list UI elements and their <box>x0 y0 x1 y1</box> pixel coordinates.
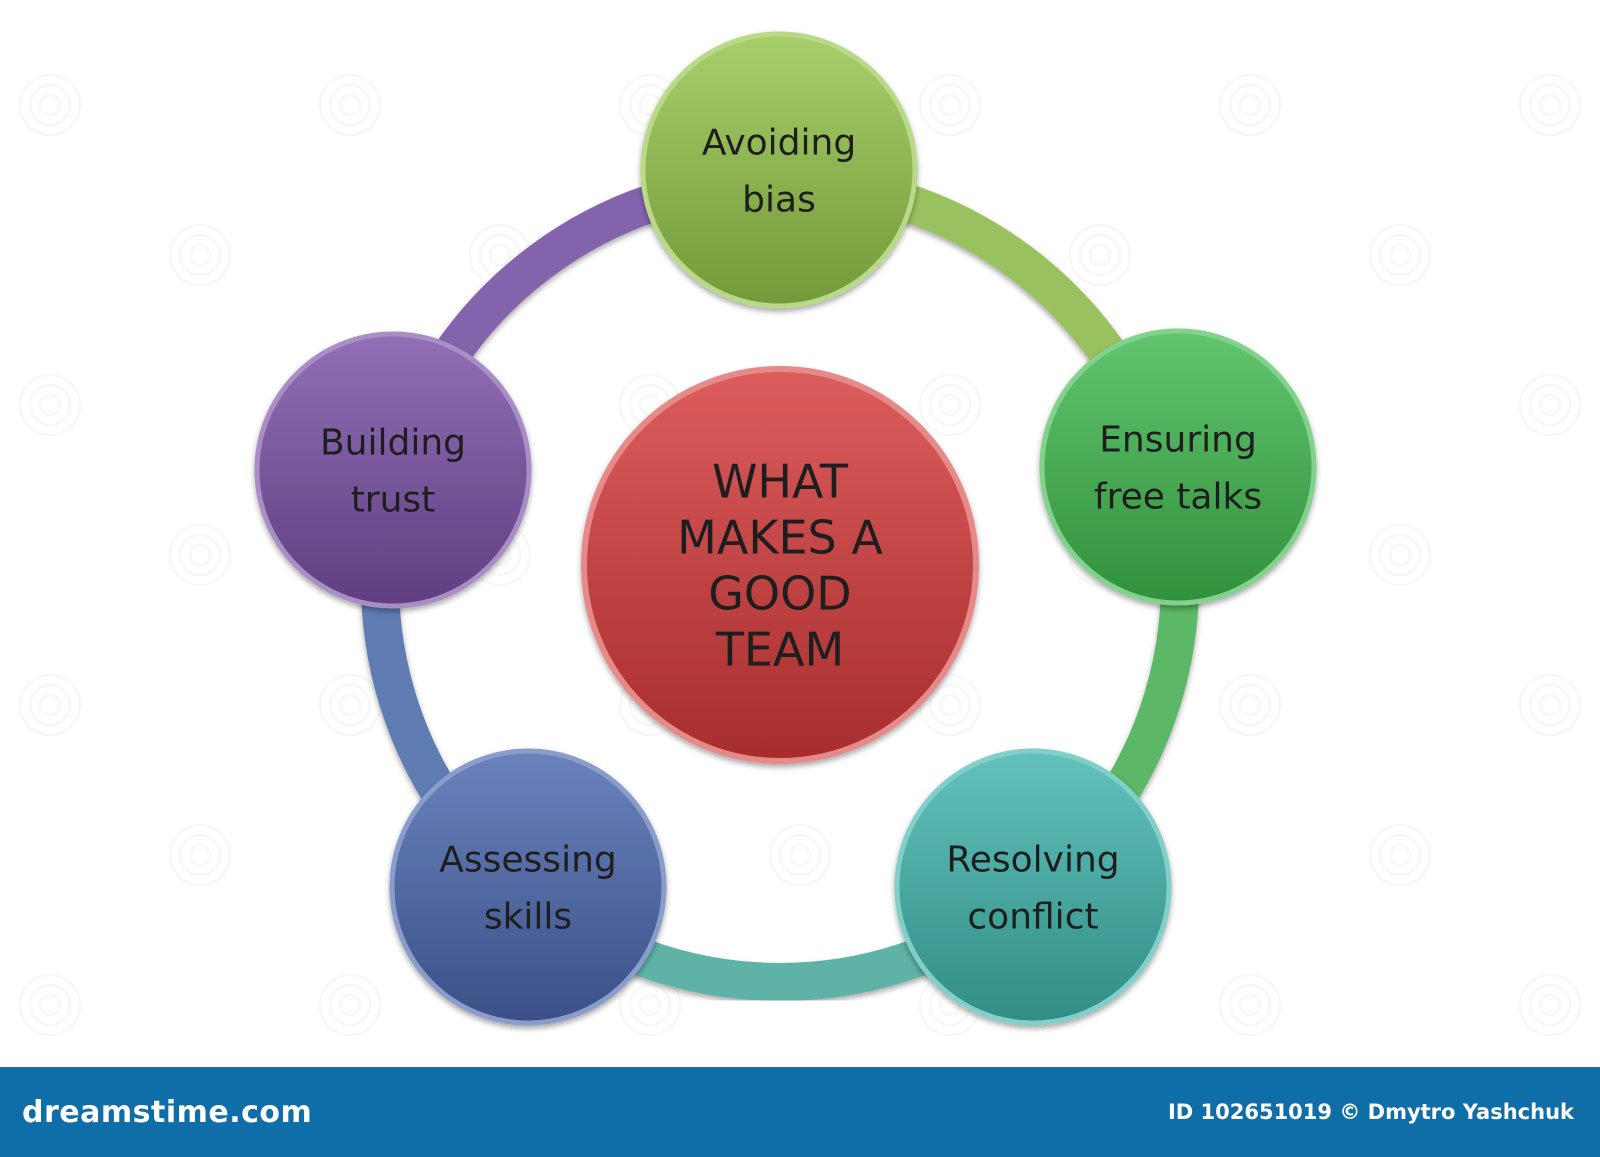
center-circle <box>581 366 979 764</box>
node-label-building-trust-line-2: trust <box>351 479 436 520</box>
node-label-avoiding-bias-line-2: bias <box>742 179 816 220</box>
image-credit: ID 102651019 © Dmytro Yashchuk <box>1167 1100 1574 1124</box>
node-circle-ensuring-free-talks <box>1039 328 1317 606</box>
node-label-resolving-conflict-line-1: Resolving <box>946 839 1119 880</box>
node-building-trust: Building trust <box>254 331 532 609</box>
node-circle-avoiding-bias <box>640 31 918 309</box>
center-title-line-4: TEAM <box>715 623 844 677</box>
node-label-ensuring-free-talks-line-1: Ensuring <box>1099 419 1257 460</box>
node-label-assessing-skills-line-2: skills <box>484 896 572 937</box>
node-label-avoiding-bias-line-1: Avoiding <box>702 122 856 163</box>
brand-logo[interactable]: dreamstime.com <box>22 1095 312 1130</box>
node-circle-building-trust <box>254 331 532 609</box>
node-label-assessing-skills-line-1: Assessing <box>439 839 616 880</box>
node-circle-assessing-skills <box>389 748 667 1026</box>
node-resolving-conflict: Resolving conflict <box>894 748 1172 1026</box>
node-assessing-skills: Assessing skills <box>389 748 667 1026</box>
footer-bar: dreamstime.com ID 102651019 © Dmytro Yas… <box>0 1067 1600 1157</box>
node-avoiding-bias: Avoiding bias <box>640 31 918 309</box>
node-circle-resolving-conflict <box>894 748 1172 1026</box>
brand-text: dreamstime.com <box>22 1094 313 1130</box>
node-label-ensuring-free-talks-line-2: free talks <box>1094 476 1262 517</box>
center-title-line-3: GOOD <box>708 567 851 621</box>
node-ensuring-free-talks: Ensuring free talks <box>1039 328 1317 606</box>
node-label-building-trust-line-1: Building <box>320 422 466 463</box>
center-title-line-2: MAKES A <box>677 511 883 565</box>
center-title-line-1: WHAT <box>712 455 849 509</box>
node-label-resolving-conflict-line-2: conflict <box>967 896 1098 937</box>
